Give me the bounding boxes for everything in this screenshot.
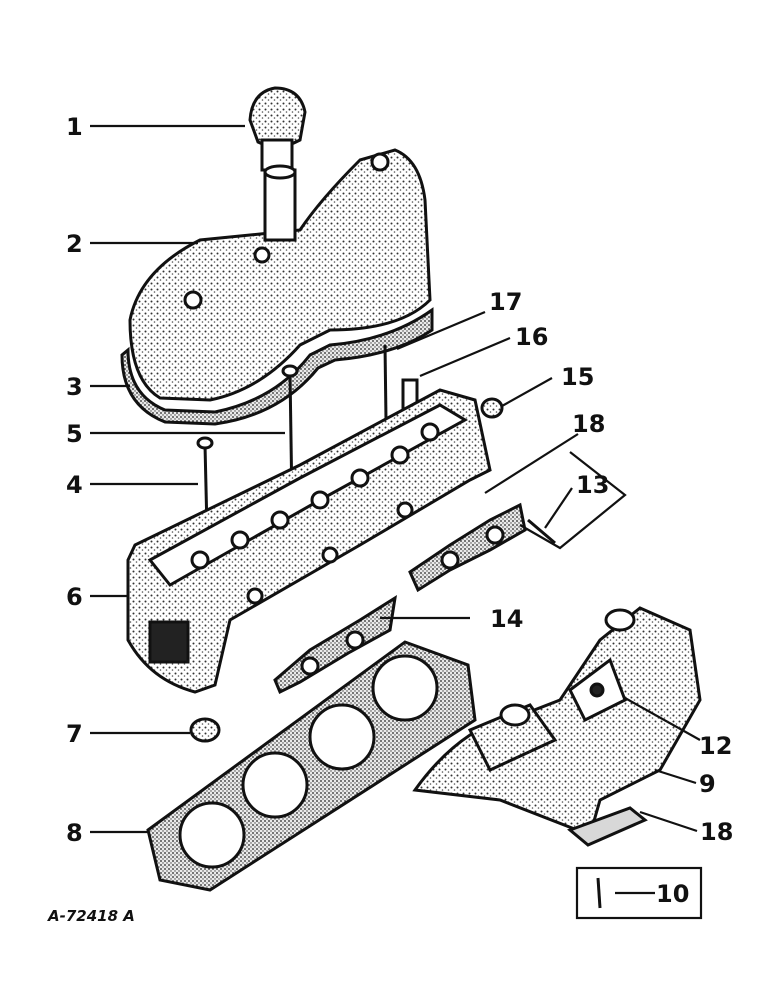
callout-7: 7 <box>66 720 83 748</box>
valve-cover-gasket <box>120 307 434 426</box>
cup-plug <box>189 717 221 743</box>
callout-10: 10 <box>656 880 689 908</box>
callout-2: 2 <box>66 230 83 258</box>
callout-9: 9 <box>699 770 716 798</box>
manifold-stud-group <box>519 451 627 550</box>
callout-15: 15 <box>561 363 594 391</box>
expansion-plug <box>480 397 504 419</box>
callout-14: 14 <box>490 605 523 633</box>
manifold-gaskets <box>273 502 527 695</box>
callout-16: 16 <box>515 323 548 351</box>
valve-cover <box>128 148 432 402</box>
callout-18-manifold: 18 <box>700 818 733 846</box>
callout-17: 17 <box>489 288 522 316</box>
callout-5: 5 <box>66 420 83 448</box>
callout-labels: 1 2 3 4 5 6 7 8 9 10 12 13 14 15 16 17 1… <box>47 113 733 925</box>
head-gasket <box>146 640 477 892</box>
callout-12: 12 <box>699 732 732 760</box>
stud-inset <box>575 866 703 920</box>
callout-3: 3 <box>66 373 83 401</box>
cylinder-head <box>126 388 492 694</box>
leader-lines <box>90 124 701 895</box>
callout-13: 13 <box>576 471 609 499</box>
callout-6: 6 <box>66 583 83 611</box>
oil-filler-cap <box>248 86 307 172</box>
callout-1: 1 <box>66 113 83 141</box>
callout-8: 8 <box>66 819 83 847</box>
figure-reference: A-72418 A <box>47 907 135 925</box>
manifold <box>412 606 702 847</box>
callout-18-head: 18 <box>572 410 605 438</box>
callout-4: 4 <box>66 471 83 499</box>
